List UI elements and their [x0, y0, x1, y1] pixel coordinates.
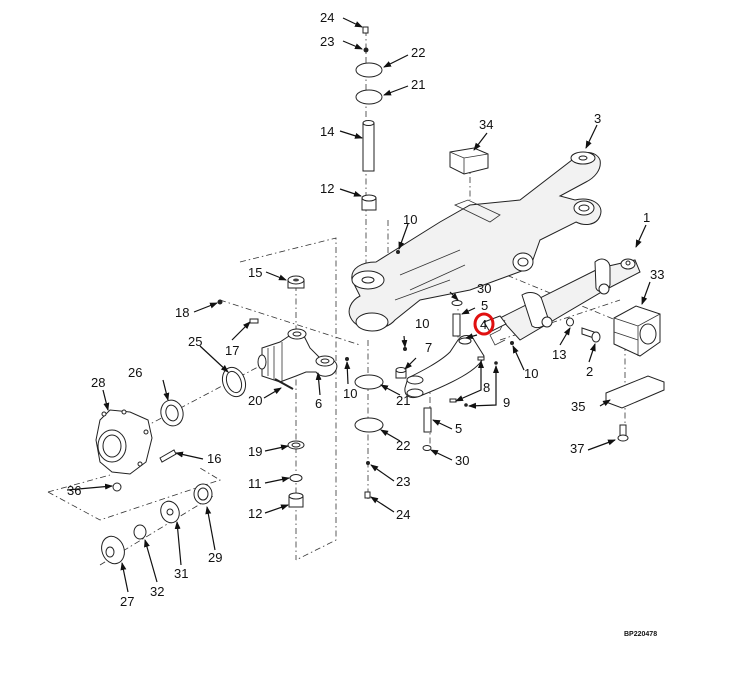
part-1-steering-cylinder[interactable] — [489, 258, 641, 346]
part-7-bushing[interactable] — [395, 367, 407, 379]
callout-21[interactable]: 21 — [396, 393, 410, 408]
part-13-washer[interactable] — [566, 317, 574, 327]
part-22-top-shim[interactable] — [355, 62, 383, 78]
callout-1[interactable]: 1 — [643, 210, 650, 225]
callout-18[interactable]: 18 — [175, 305, 189, 320]
callout-23[interactable]: 23 — [396, 474, 410, 489]
callout-12[interactable]: 12 — [248, 506, 262, 521]
part-5-top-pin[interactable] — [452, 313, 461, 337]
part-11-seal[interactable] — [289, 474, 303, 482]
callout-12[interactable]: 12 — [320, 181, 334, 196]
part-3-axle-housing[interactable] — [348, 151, 602, 332]
callout-30[interactable]: 30 — [477, 281, 491, 296]
callout-5[interactable]: 5 — [481, 298, 488, 313]
callout-22[interactable]: 22 — [411, 45, 425, 60]
part-34-block[interactable] — [449, 147, 489, 175]
callout-27[interactable]: 27 — [120, 594, 134, 609]
part-21-lower-shim[interactable] — [354, 374, 384, 390]
part-12-top-bushing[interactable] — [361, 194, 377, 211]
callout-17[interactable]: 17 — [225, 343, 239, 358]
part-14-king-pin[interactable] — [362, 120, 375, 172]
figure-code: BP220478 — [624, 631, 657, 638]
callout-20[interactable]: 20 — [248, 393, 262, 408]
part-29-bearing[interactable] — [193, 483, 213, 505]
callout-2[interactable]: 2 — [586, 364, 593, 379]
callout-34[interactable]: 34 — [479, 117, 493, 132]
part-26-bearing[interactable] — [158, 398, 186, 429]
part-21-top-shim[interactable] — [355, 89, 383, 105]
callout-13[interactable]: 13 — [552, 347, 566, 362]
part-18-nut[interactable] — [217, 299, 223, 305]
callout-14[interactable]: 14 — [320, 124, 334, 139]
callout-35[interactable]: 35 — [571, 399, 585, 414]
part-36-nut[interactable] — [112, 482, 122, 492]
part-37-bolt[interactable] — [617, 424, 629, 442]
part-5-bottom-pin[interactable] — [423, 407, 432, 433]
callout-10[interactable]: 10 — [415, 316, 429, 331]
part-23-lower-nut[interactable] — [366, 461, 370, 465]
callout-26[interactable]: 26 — [128, 365, 142, 380]
callout-28[interactable]: 28 — [91, 375, 105, 390]
part-33-bracket[interactable] — [613, 305, 661, 357]
callout-4[interactable]: 4 — [480, 317, 487, 332]
callout-21[interactable]: 21 — [411, 77, 425, 92]
part-9-pins[interactable] — [464, 361, 498, 407]
callout-16[interactable]: 16 — [207, 451, 221, 466]
callout-labels: 24 23 22 21 14 34 3 12 10 1 15 33 30 18 … — [67, 10, 664, 609]
part-25-seal[interactable] — [219, 364, 250, 400]
callout-6[interactable]: 6 — [315, 396, 322, 411]
callout-15[interactable]: 15 — [248, 265, 262, 280]
callout-19[interactable]: 19 — [248, 444, 262, 459]
part-35-plate[interactable] — [605, 375, 665, 409]
part-28-wheel-hub[interactable] — [95, 409, 153, 475]
callout-7[interactable]: 7 — [425, 340, 432, 355]
callout-23[interactable]: 23 — [320, 34, 334, 49]
callout-25[interactable]: 25 — [188, 334, 202, 349]
part-24-top-grease-fitting[interactable] — [362, 26, 369, 34]
callout-10[interactable]: 10 — [524, 366, 538, 381]
callout-32[interactable]: 32 — [150, 584, 164, 599]
callout-24[interactable]: 24 — [396, 507, 410, 522]
callout-29[interactable]: 29 — [208, 550, 222, 565]
part-17-pin[interactable] — [249, 318, 259, 324]
callout-22[interactable]: 22 — [396, 438, 410, 453]
part-19-washer[interactable] — [287, 440, 305, 450]
part-20-pin[interactable] — [274, 378, 294, 390]
callout-37[interactable]: 37 — [570, 441, 584, 456]
part-30-bottom-washer[interactable] — [422, 445, 432, 451]
callout-5[interactable]: 5 — [455, 421, 462, 436]
part-24-lower-fitting[interactable] — [364, 491, 371, 499]
part-12-lower-bushing[interactable] — [288, 492, 304, 508]
callout-36[interactable]: 36 — [67, 483, 81, 498]
callout-30[interactable]: 30 — [455, 453, 469, 468]
leader-arrows — [66, 17, 651, 593]
callout-9[interactable]: 9 — [503, 395, 510, 410]
part-30-top-washer[interactable] — [451, 300, 463, 306]
part-32-nut[interactable] — [133, 524, 147, 540]
callout-33[interactable]: 33 — [650, 267, 664, 282]
part-10-grease-fittings[interactable] — [345, 250, 514, 361]
callout-10[interactable]: 10 — [343, 386, 357, 401]
callout-8[interactable]: 8 — [483, 380, 490, 395]
part-15-bushing[interactable] — [287, 275, 305, 289]
part-31-washer[interactable] — [158, 499, 182, 526]
callout-10[interactable]: 10 — [403, 212, 417, 227]
part-27-cap[interactable] — [98, 533, 128, 567]
callout-11[interactable]: 11 — [248, 476, 262, 491]
callout-24[interactable]: 24 — [320, 10, 334, 25]
callout-31[interactable]: 31 — [174, 566, 188, 581]
part-16-wheel-stud[interactable] — [159, 449, 177, 463]
part-6-steering-knuckle[interactable] — [257, 328, 338, 383]
part-2-bolt[interactable] — [581, 327, 601, 343]
part-22-lower-shim[interactable] — [354, 417, 384, 433]
highlight-ring — [473, 312, 495, 336]
part-23-top-nut[interactable] — [363, 47, 369, 53]
callout-3[interactable]: 3 — [594, 111, 601, 126]
